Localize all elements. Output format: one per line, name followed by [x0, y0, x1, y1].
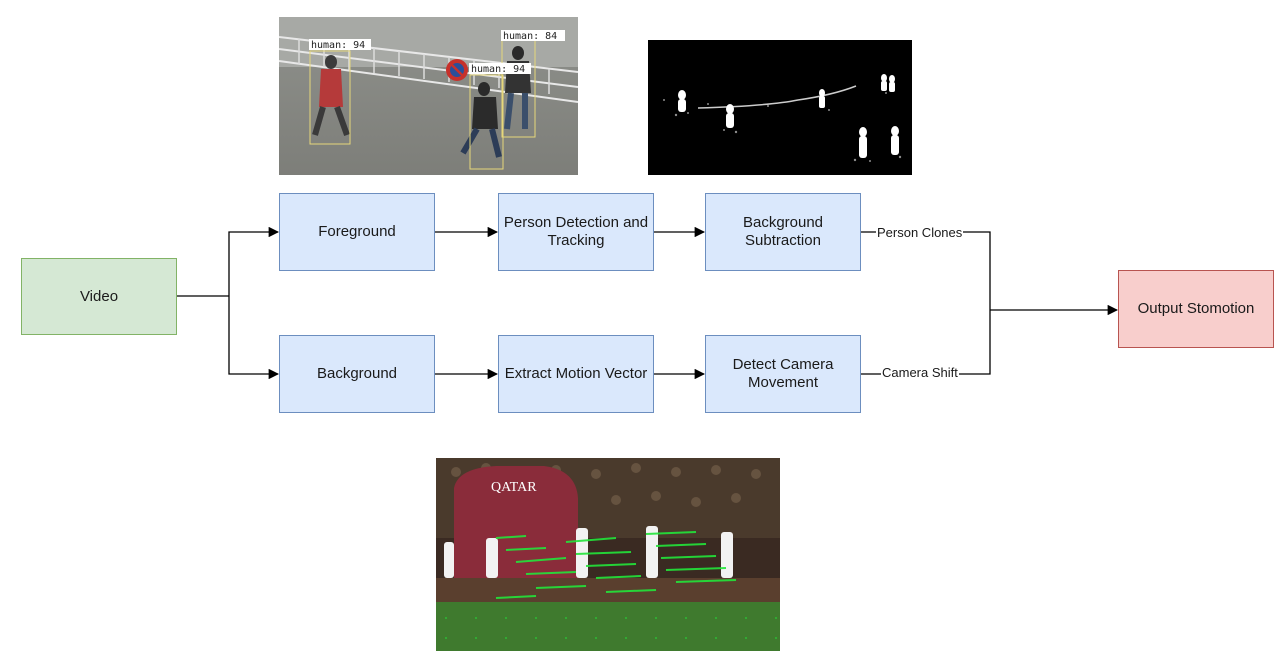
- node-background-subtraction-label: Background Subtraction: [742, 214, 824, 249]
- detection-label-1: human: 94: [311, 40, 365, 51]
- node-output-label: Output Stomotion: [1137, 300, 1255, 317]
- node-extract-motion: Extract Motion Vector: [498, 335, 654, 413]
- edge-label-camera-shift: Camera Shift: [881, 365, 959, 380]
- detection-label-3: human: 84: [503, 31, 557, 42]
- node-background-label: Background: [316, 365, 398, 382]
- person-figure-1: [312, 55, 350, 137]
- edge-label-person-clones: Person Clones: [876, 225, 964, 240]
- node-output: Output Stomotion: [1118, 270, 1274, 348]
- background-subtraction-mask: [648, 40, 912, 175]
- node-detect-camera: Detect Camera Movement: [705, 335, 861, 413]
- edge-subtraction-to-merge: [861, 231, 991, 310]
- node-foreground-label: Foreground: [318, 223, 396, 240]
- node-video: Video: [21, 258, 177, 335]
- edge-to-foreground: [228, 226, 280, 296]
- motion-vector-photo: QATAR: [436, 458, 780, 651]
- node-background-subtraction: Background Subtraction: [705, 193, 861, 271]
- node-background: Background: [279, 335, 435, 413]
- node-foreground: Foreground: [279, 193, 435, 271]
- node-person-detection: Person Detection and Tracking: [498, 193, 654, 271]
- stadium-sign-text: QATAR: [491, 480, 537, 495]
- node-person-detection-label: Person Detection and Tracking: [503, 214, 649, 249]
- node-detect-camera-label: Detect Camera Movement: [732, 356, 834, 391]
- node-extract-motion-label: Extract Motion Vector: [504, 365, 648, 382]
- detection-label-2: human: 94: [471, 64, 525, 75]
- edge-to-background: [228, 296, 280, 380]
- person-detection-photo: human: 94 human: 94 human: 84: [279, 17, 578, 175]
- node-video-label: Video: [79, 287, 119, 305]
